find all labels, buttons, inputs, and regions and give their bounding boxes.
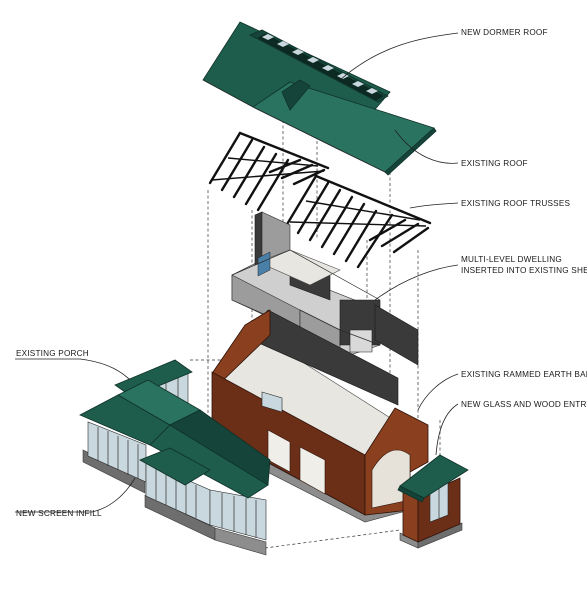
dormer-window-panes — [262, 34, 378, 94]
glass-and-wood-entry — [397, 454, 469, 549]
leader-existing-rammed-earth-barn — [417, 373, 459, 411]
label-existing-rammed-earth-barn: EXISTING RAMMED EARTH BARN — [461, 370, 587, 379]
callout-labels: NEW DORMER ROOF EXISTING ROOF EXISTING R… — [16, 28, 587, 518]
leader-new-screen-infill — [15, 477, 136, 513]
label-multi-level-dwelling-line2: INSERTED INTO EXISTING SHELL — [461, 266, 587, 275]
label-existing-roof-trusses: EXISTING ROOF TRUSSES — [461, 199, 570, 208]
multi-level-dwelling — [231, 211, 419, 366]
label-new-glass-wood-entry: NEW GLASS AND WOOD ENTRY — [461, 400, 587, 409]
label-existing-roof: EXISTING ROOF — [461, 159, 528, 168]
leader-existing-porch — [15, 358, 131, 381]
leader-existing-roof — [394, 129, 459, 164]
label-existing-porch: EXISTING PORCH — [16, 349, 89, 358]
porch-and-screen-infill — [79, 359, 271, 556]
leader-new-glass-wood-entry — [435, 403, 459, 456]
leader-lines — [15, 32, 459, 513]
label-new-screen-infill: NEW SCREEN INFILL — [16, 509, 102, 518]
roof-assembly — [202, 21, 437, 176]
leader-existing-roof-trusses — [409, 202, 459, 209]
leader-multi-level-dwelling — [374, 264, 459, 301]
label-multi-level-dwelling-line1: MULTI-LEVEL DWELLING — [461, 255, 562, 264]
label-new-dormer-roof: NEW DORMER ROOF — [461, 28, 548, 37]
leader-new-dormer-roof — [339, 32, 459, 81]
roof-trusses — [208, 131, 432, 269]
rammed-earth-barn — [204, 309, 429, 523]
